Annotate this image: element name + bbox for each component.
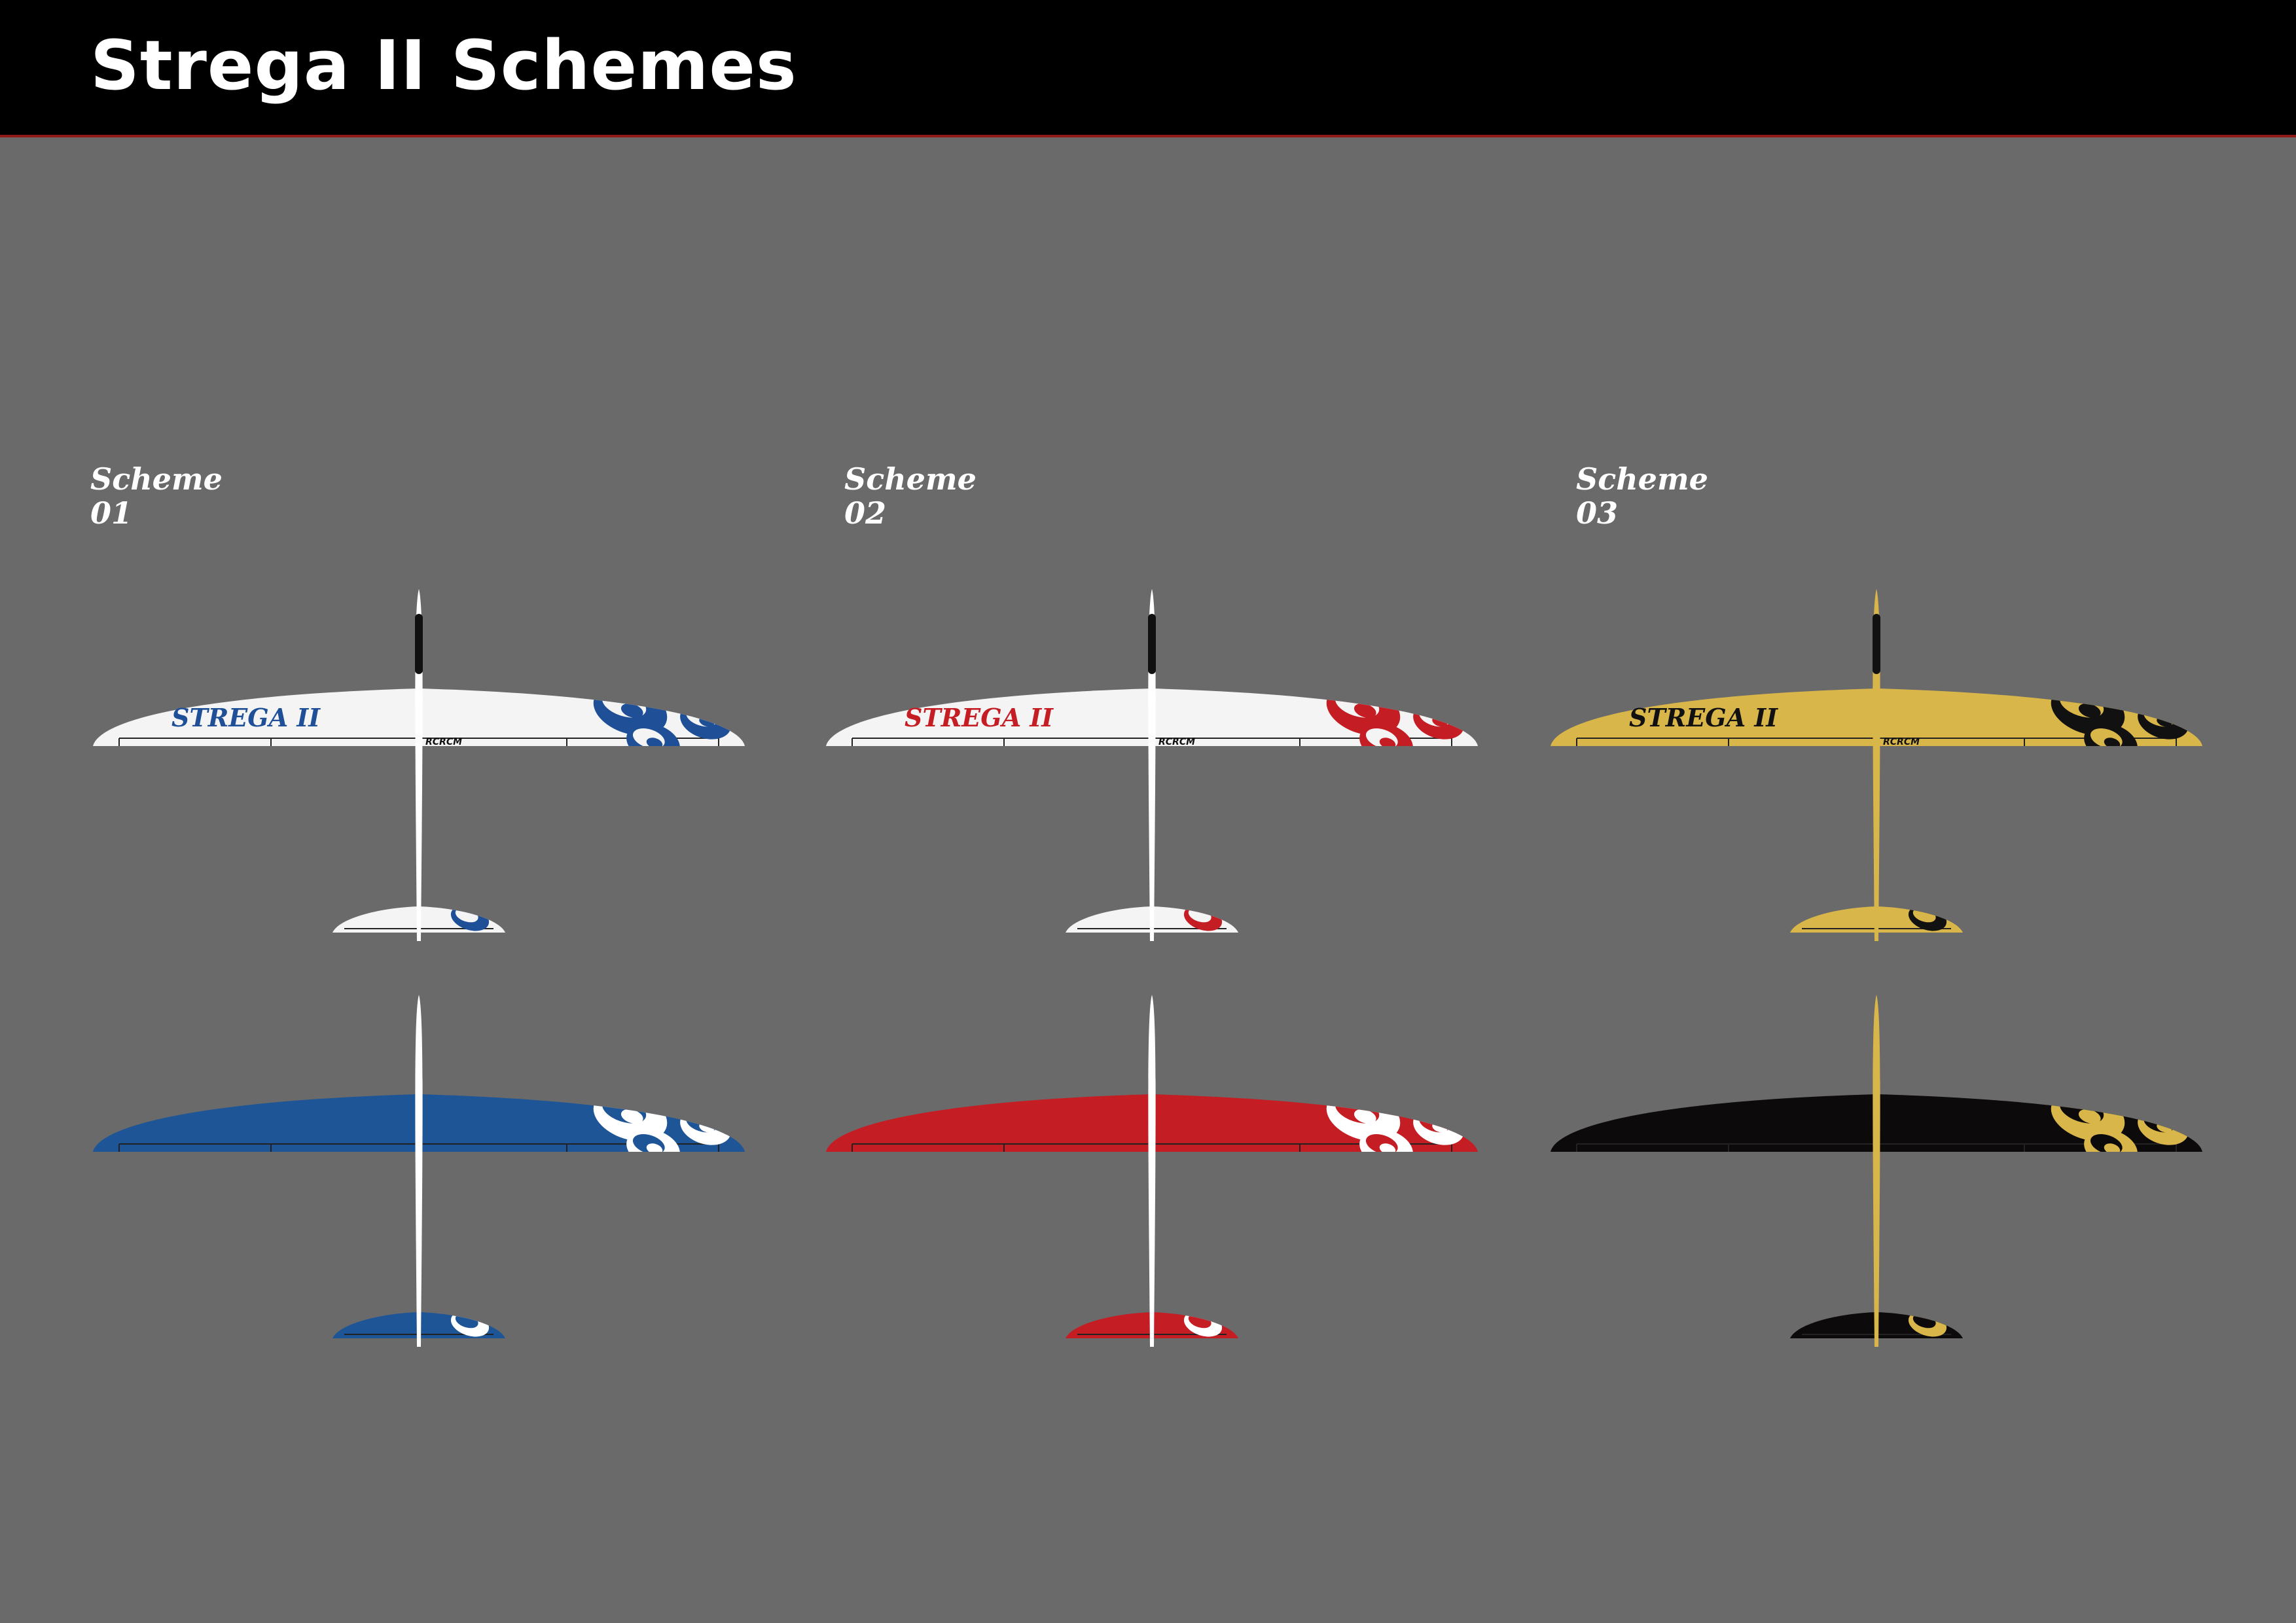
scheme-label-2: Scheme 02	[844, 462, 977, 530]
scheme-label-text: Scheme	[1576, 461, 1708, 497]
page-title: Strega II Schemes	[90, 26, 797, 105]
header-bar: Strega II Schemes	[0, 0, 2296, 137]
canopy	[1148, 614, 1156, 674]
wing-wordmark: STREGA II	[905, 703, 1054, 732]
canopy	[415, 614, 423, 674]
brand-mark: RCRCM	[425, 737, 462, 747]
scheme-label-text: Scheme	[844, 461, 977, 497]
fuselage	[1873, 995, 1880, 1347]
brand-mark: RCRCM	[1158, 737, 1195, 747]
wing-swirl-decal	[2051, 1094, 2189, 1152]
scheme-number: 02	[844, 495, 887, 531]
scheme-label-text: Scheme	[90, 461, 223, 497]
scheme-number: 03	[1576, 495, 1619, 531]
scheme-label-3: Scheme 03	[1576, 462, 1708, 530]
fuselage	[1148, 995, 1156, 1347]
wing-swirl-decal	[593, 1094, 731, 1152]
wing-wordmark: STREGA II	[171, 703, 321, 732]
wing-wordmark: STREGA II	[1629, 703, 1778, 732]
scheme-label-1: Scheme 01	[90, 462, 223, 530]
wing-swirl-decal	[593, 688, 731, 746]
glider-bottom-view-1	[93, 995, 745, 1347]
glider-bottom-view-3	[1551, 995, 2202, 1347]
wing-swirl-decal	[2051, 688, 2189, 746]
wing-swirl-decal	[1326, 1094, 1464, 1152]
canopy	[1873, 614, 1880, 674]
glider-top-view-1: STREGA II RCRCM	[93, 589, 745, 941]
glider-bottom-view-2	[826, 995, 1478, 1347]
fuselage	[1148, 589, 1156, 941]
brand-mark: RCRCM	[1883, 737, 1920, 747]
wing-swirl-decal	[1326, 688, 1464, 746]
glider-top-view-3: STREGA II RCRCM	[1551, 589, 2202, 941]
fuselage	[415, 995, 423, 1347]
scheme-number: 01	[90, 495, 133, 531]
glider-top-view-2: STREGA II RCRCM	[826, 589, 1478, 941]
fuselage	[1873, 589, 1880, 941]
fuselage	[415, 589, 423, 941]
